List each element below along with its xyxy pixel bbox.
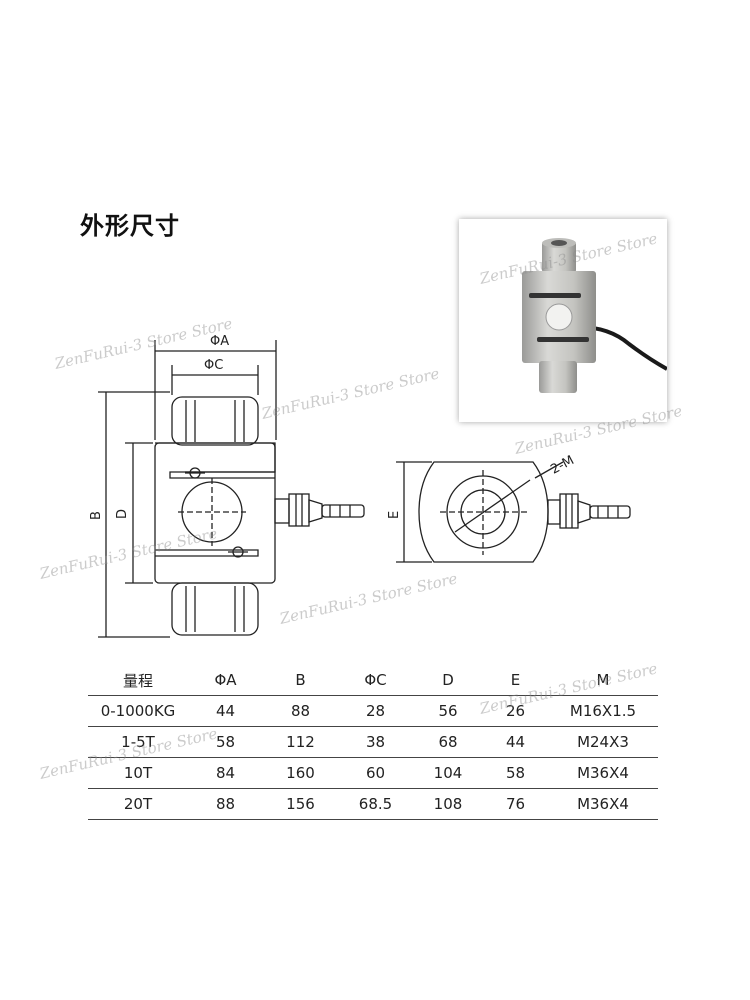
cell-range: 1-5T xyxy=(121,733,155,751)
label-d: D xyxy=(115,509,130,519)
cell-phi-a: 58 xyxy=(215,733,236,751)
header-phi-a: ΦA xyxy=(214,671,237,689)
cell-phi-c: 60 xyxy=(365,764,386,782)
label-b: B xyxy=(89,511,104,520)
cell-b: 88 xyxy=(290,702,311,720)
header-m: M xyxy=(596,671,610,689)
header-phi-c: ΦC xyxy=(364,671,387,689)
cell-m: M16X1.5 xyxy=(569,702,637,720)
cell-d: 68 xyxy=(438,733,458,751)
cell-phi-a: 88 xyxy=(215,795,236,813)
cell-b: 160 xyxy=(286,764,315,782)
label-e: E xyxy=(387,511,402,519)
cell-phi-c: 28 xyxy=(365,702,386,720)
cell-d: 56 xyxy=(438,702,458,720)
cell-m: M36X4 xyxy=(577,764,629,782)
cell-range: 10T xyxy=(123,764,153,782)
table-row: 0-1000KG 44 88 28 56 26 M16X1.5 xyxy=(88,696,658,727)
cell-phi-a: 44 xyxy=(215,702,236,720)
header-e: E xyxy=(510,671,521,689)
load-cell-photo-image xyxy=(522,238,668,393)
cell-b: 156 xyxy=(286,795,315,813)
label-phi-a: ΦA xyxy=(210,334,229,349)
product-photo xyxy=(459,219,668,422)
cell-phi-a: 84 xyxy=(215,764,236,782)
cell-d: 108 xyxy=(433,795,463,813)
table-header-row: 量程 ΦA B ΦC D E M xyxy=(88,665,658,696)
spec-table: 量程 ΦA B ΦC D E M 0-1000KG 44 88 28 56 26… xyxy=(88,665,658,820)
cell-e: 44 xyxy=(505,733,526,751)
cell-phi-c: 68.5 xyxy=(358,795,393,813)
label-2-m: 2-M xyxy=(548,453,576,478)
cell-range: 20T xyxy=(123,795,153,813)
cell-e: 58 xyxy=(505,764,526,782)
cell-m: M36X4 xyxy=(577,795,629,813)
cell-e: 76 xyxy=(505,795,526,813)
header-range: 量程 xyxy=(122,671,153,690)
cell-phi-c: 38 xyxy=(365,733,386,751)
label-phi-c: ΦC xyxy=(204,358,223,373)
table-row: 20T 88 156 68.5 108 76 M36X4 xyxy=(88,789,658,820)
cell-d: 104 xyxy=(433,764,463,782)
page-title: 外形尺寸 xyxy=(80,212,180,240)
cell-e: 26 xyxy=(505,702,526,720)
header-d: D xyxy=(442,671,454,689)
table-row: 1-5T 58 112 38 68 44 M24X3 xyxy=(88,727,658,758)
cell-b: 112 xyxy=(286,733,315,751)
header-b: B xyxy=(295,671,306,689)
cell-range: 0-1000KG xyxy=(100,702,176,720)
table-row: 10T 84 160 60 104 58 M36X4 xyxy=(88,758,658,789)
cell-m: M24X3 xyxy=(577,733,629,751)
